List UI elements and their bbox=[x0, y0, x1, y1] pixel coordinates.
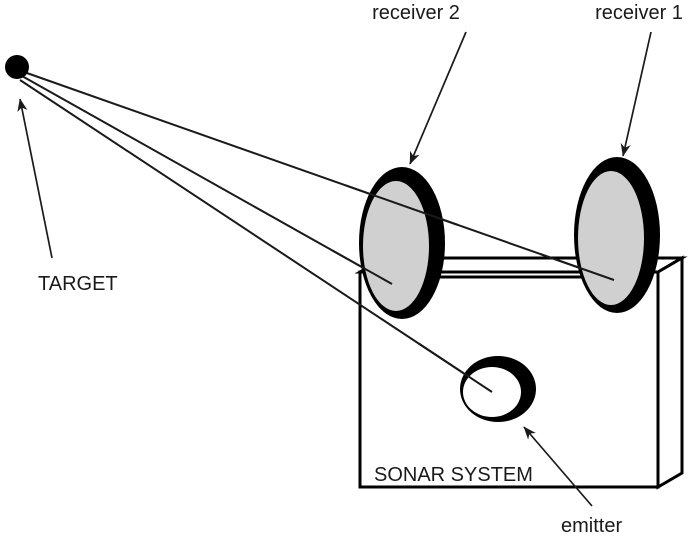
receiver-2-ray-tip-segment bbox=[332, 249, 393, 285]
emitter-label: emitter bbox=[561, 515, 622, 537]
receiver-2[interactable] bbox=[332, 167, 458, 319]
receiver-1-callout-arrow bbox=[620, 31, 652, 157]
callout-lines bbox=[17, 31, 652, 507]
target-label: TARGET bbox=[38, 273, 118, 295]
receiver-1-aperture bbox=[578, 171, 644, 305]
ray-group bbox=[19, 71, 615, 393]
ray-target-to-emitter bbox=[19, 79, 493, 393]
receiver-2-label: receiver 2 bbox=[372, 2, 460, 24]
receiver-1-ray-tip-segment bbox=[539, 253, 615, 281]
emitter-callout-arrow bbox=[523, 426, 593, 507]
ray-target-to-receiver-2 bbox=[21, 75, 393, 285]
target-callout-arrow bbox=[17, 98, 53, 259]
receiver-2-callout-arrow bbox=[409, 31, 467, 165]
ray-emitter-tip-segment bbox=[418, 342, 493, 393]
receiver-2-aperture bbox=[363, 181, 429, 311]
ray-target-to-receiver-1 bbox=[23, 71, 615, 281]
sonar-box-right-face bbox=[656, 255, 684, 490]
sonar-system-label: SONAR SYSTEM bbox=[374, 464, 533, 486]
target-point-marker[interactable] bbox=[5, 55, 29, 79]
receiver-2-ray-passthrough-segment bbox=[345, 184, 458, 226]
receiver-1[interactable] bbox=[539, 157, 660, 313]
receiver-1-label: receiver 1 bbox=[595, 2, 683, 24]
emitter[interactable] bbox=[460, 356, 536, 422]
